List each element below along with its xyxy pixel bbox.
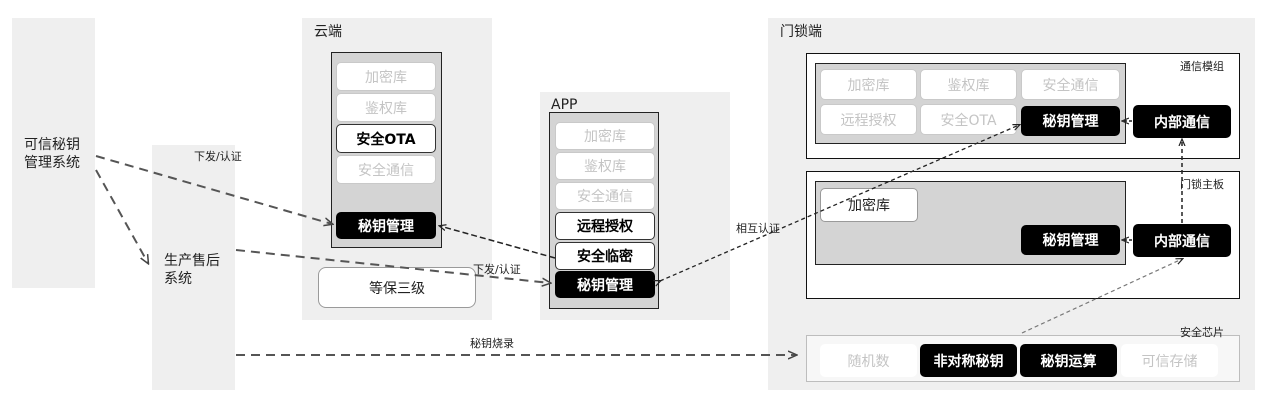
app-key-management: 秘钥管理 <box>555 271 655 298</box>
main-board-internal-communication: 内部通信 <box>1133 224 1231 257</box>
door-lock-title: 门锁端 <box>780 24 822 40</box>
edge-label-mutual-auth: 相互认证 <box>736 222 780 235</box>
app-secure-temp-password: 安全临密 <box>555 242 655 270</box>
arrow-trusted-to-production <box>95 169 148 263</box>
edge-label-issue-auth-2: 下发/认证 <box>473 263 521 276</box>
comm-internal-communication: 内部通信 <box>1133 105 1231 138</box>
cloud-title: 云端 <box>314 24 342 40</box>
trusted-key-system-label: 可信秘钥 管理系统 <box>24 137 80 171</box>
app-secure-comm: 安全通信 <box>555 182 655 210</box>
main-board-key-management: 秘钥管理 <box>1021 225 1120 255</box>
edge-label-key-burn: 秘钥烧录 <box>470 337 514 350</box>
security-chip-title: 安全芯片 <box>1180 326 1224 339</box>
edge-label-issue-auth-1: 下发/认证 <box>194 150 242 163</box>
main-board-encryption-lib: 加密库 <box>820 188 918 222</box>
comm-auth-lib: 鉴权库 <box>920 69 1017 100</box>
cloud-secure-ota: 安全OTA <box>336 124 436 153</box>
comm-secure-comm: 安全通信 <box>1021 69 1120 100</box>
main-board-title: 门锁主板 <box>1180 178 1224 191</box>
cloud-level3-protection: 等保三级 <box>318 267 476 308</box>
trusted-key-system-region <box>12 18 95 288</box>
comm-remote-authorization: 远程授权 <box>820 104 917 135</box>
app-encryption-lib: 加密库 <box>555 122 655 150</box>
comm-module-title: 通信模组 <box>1180 60 1224 73</box>
comm-secure-ota: 安全OTA <box>920 104 1017 135</box>
chip-asymmetric-key: 非对称秘钥 <box>920 344 1017 377</box>
production-system-label: 生产售后 系统 <box>164 253 220 287</box>
comm-key-management: 秘钥管理 <box>1021 106 1120 136</box>
app-title: APP <box>551 97 578 113</box>
cloud-auth-lib: 鉴权库 <box>336 93 436 122</box>
comm-encryption-lib: 加密库 <box>820 69 917 100</box>
chip-random-number: 随机数 <box>820 344 917 377</box>
app-remote-authorization: 远程授权 <box>555 212 655 240</box>
cloud-encryption-lib: 加密库 <box>336 62 436 91</box>
chip-trusted-storage: 可信存储 <box>1121 344 1218 377</box>
app-auth-lib: 鉴权库 <box>555 152 655 180</box>
chip-key-operation: 秘钥运算 <box>1020 344 1117 377</box>
cloud-key-management: 秘钥管理 <box>336 212 436 239</box>
cloud-secure-comm: 安全通信 <box>336 155 436 184</box>
